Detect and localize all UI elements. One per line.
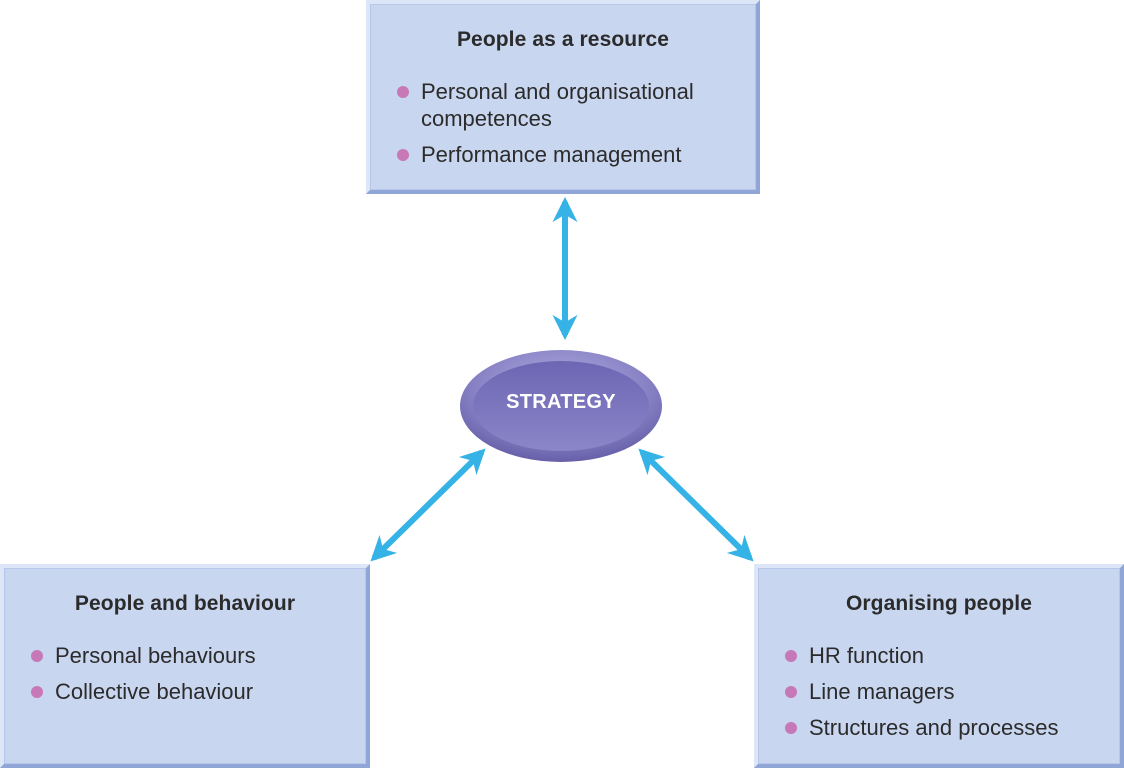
bullet-dot-icon xyxy=(397,149,409,161)
list-item: Personal and organisational competences xyxy=(397,78,756,132)
box-people-and-behaviour: People and behaviour Personal behaviours… xyxy=(0,564,370,768)
strategy-ellipse xyxy=(460,350,662,462)
box-organising-people: Organising people HR function Line manag… xyxy=(754,564,1124,768)
box-title: People and behaviour xyxy=(74,592,296,615)
list-item-label: Collective behaviour xyxy=(55,679,254,704)
bullet-list: HR function Line managers Structures and… xyxy=(785,642,1120,741)
list-item-label: Personal behaviours xyxy=(55,643,256,668)
list-item: Structures and processes xyxy=(785,714,1120,741)
box-title: Organising people xyxy=(845,592,1033,615)
strategy-label: STRATEGY xyxy=(506,391,616,413)
bullet-dot-icon xyxy=(785,686,797,698)
list-item: HR function xyxy=(785,642,1120,669)
box-title: People as a resource xyxy=(456,28,670,51)
list-item-label: Structures and processes xyxy=(809,715,1059,740)
list-item-label: HR function xyxy=(809,643,924,668)
list-item-label: Line managers xyxy=(809,679,955,704)
bullet-dot-icon xyxy=(31,650,43,662)
bullet-dot-icon xyxy=(785,650,797,662)
list-item: Collective behaviour xyxy=(31,678,366,705)
arrow-left xyxy=(370,448,486,562)
list-item: Line managers xyxy=(785,678,1120,705)
bullet-dot-icon xyxy=(31,686,43,698)
bullet-dot-icon xyxy=(397,86,409,98)
list-item: Performance management xyxy=(397,141,756,168)
list-item-label: Performance management xyxy=(421,142,682,167)
bullet-list: Personal behaviours Collective behaviour xyxy=(31,642,366,705)
list-item: Personal behaviours xyxy=(31,642,366,669)
bullet-list: Personal and organisational competences … xyxy=(397,78,756,168)
list-item-label: Personal and organisational competences xyxy=(421,79,694,131)
arrow-right xyxy=(638,448,754,562)
bullet-dot-icon xyxy=(785,722,797,734)
box-people-as-resource: People as a resource Personal and organi… xyxy=(366,0,760,194)
